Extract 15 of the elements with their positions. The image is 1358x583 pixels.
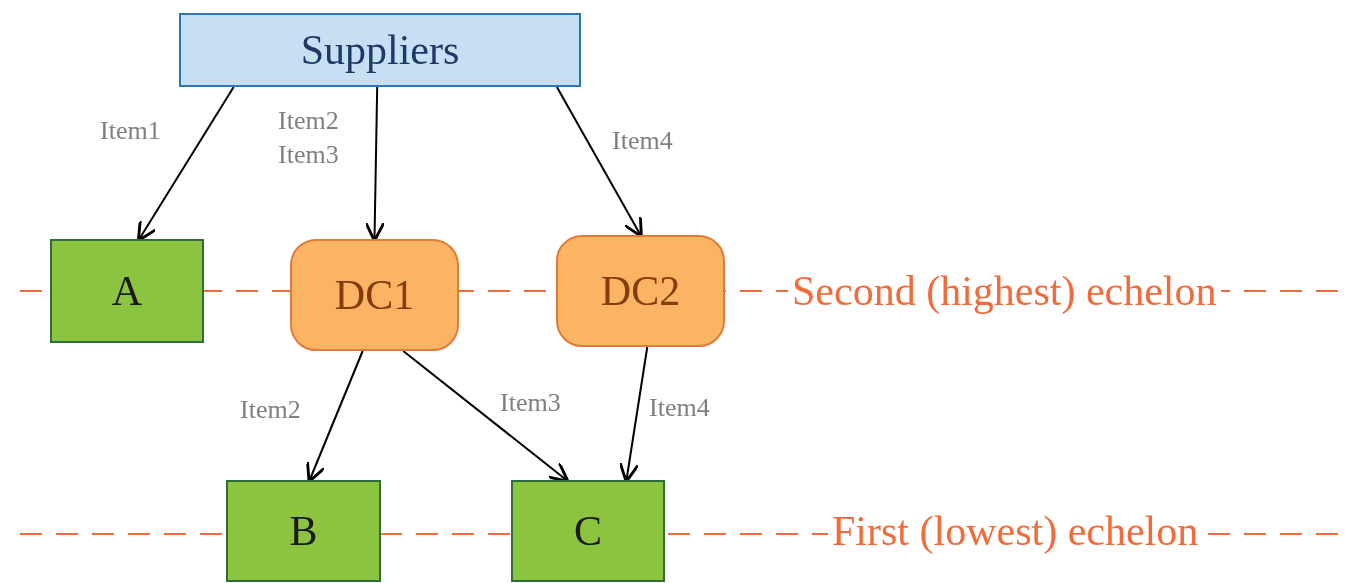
node-label: DC1	[334, 274, 415, 316]
node-label: DC2	[600, 270, 681, 312]
node-label: Suppliers	[300, 29, 460, 71]
supplier-box	[179, 13, 581, 87]
location-box	[511, 480, 665, 582]
node-label: A	[111, 270, 143, 312]
arrow	[402, 350, 570, 483]
distribution-center-box	[556, 235, 725, 347]
distribution-center-box	[290, 239, 459, 351]
node-label: C	[574, 510, 602, 552]
node-label: B	[289, 510, 318, 552]
arrow	[555, 86, 643, 238]
location-box	[226, 480, 381, 582]
location-box	[50, 239, 204, 343]
arrow	[136, 86, 235, 242]
